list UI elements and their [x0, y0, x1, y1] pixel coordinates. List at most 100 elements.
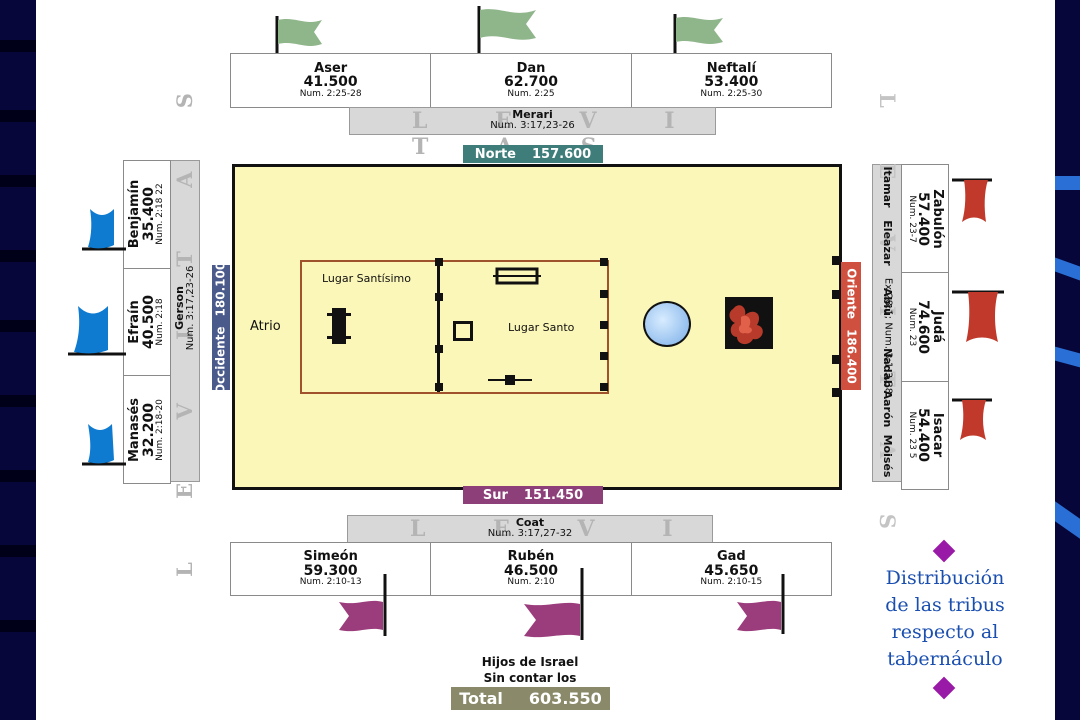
- frame-accent: [1055, 257, 1080, 281]
- tribe-name: Zabulón: [929, 188, 945, 249]
- tribe-benjamin: Benjamín 35.400 Num. 2:18 22: [124, 161, 170, 269]
- badge-value: 180.100: [213, 261, 228, 316]
- incense-altar-icon: [453, 321, 473, 341]
- tribe-gad: Gad 45.650 Num. 2:10-15: [632, 543, 831, 595]
- tribe-aser: Aser 41.500 Num. 2:25-28: [231, 54, 432, 107]
- frame-stripe: [0, 175, 36, 187]
- badge-value: 151.450: [523, 487, 584, 503]
- tribe-ref: Num. 2:10: [507, 577, 555, 588]
- badge-south: Sur 151.450: [463, 486, 603, 504]
- south-tribes: Simeón 59.300 Num. 2:10-13 Rubén 46.500 …: [230, 542, 832, 596]
- frame-stripe: [0, 110, 36, 122]
- tribe-zabulon: Zabulón 57.400 Num. 23-7: [902, 165, 948, 274]
- tribe-neftali: Neftalí 53.400 Num. 2:25-30: [632, 54, 831, 107]
- tribe-count: 54.400: [915, 408, 932, 463]
- levite-clan-ref: Num. 3:17,27-32: [487, 528, 573, 539]
- tribe-count: 40.500: [140, 294, 157, 350]
- levitas-gerson: L E V I T A S Gerson Num. 3:17,23-26: [170, 65, 200, 577]
- tribe-count: 45.650: [704, 562, 759, 579]
- post: [435, 383, 443, 391]
- tribe-ref: Num. 2:18 22: [155, 183, 166, 246]
- total-label: Total: [459, 689, 503, 708]
- tribe-count: 41.500: [303, 74, 358, 91]
- gate-post: [832, 256, 841, 265]
- tribe-count: 62.700: [503, 74, 558, 91]
- tribe-simeon: Simeón 59.300 Num. 2:10-13: [231, 543, 432, 595]
- tribe-count: 59.300: [303, 562, 358, 579]
- post: [435, 258, 443, 266]
- diamond-bullet-icon: [932, 539, 956, 563]
- priest-eleazar: Eleazar: [880, 220, 894, 266]
- sanctuary: [300, 260, 609, 394]
- tribe-count: 46.500: [503, 562, 558, 579]
- levite-clan-name: Merari: [512, 108, 553, 121]
- post: [600, 258, 608, 266]
- badge-value: 186.400: [844, 329, 859, 384]
- flag-zabulon: [952, 178, 992, 222]
- badge-content: Occidente 180.100: [213, 261, 228, 393]
- flag-simeon: [339, 574, 387, 636]
- tribe-ruben: Rubén 46.500 Num. 2:10: [431, 543, 632, 595]
- altar-icon: [725, 297, 773, 349]
- north-tribes: Aser 41.500 Num. 2:25-28 Dan 62.700 Num.…: [230, 53, 832, 108]
- tribe-text: Benjamín 35.400 Num. 2:18 22: [127, 180, 166, 248]
- east-tribes: Zabulón 57.400 Num. 23-7 Judá 74.600 Num…: [901, 164, 949, 490]
- tribe-ref: Num. 23-7: [906, 194, 917, 243]
- post: [600, 321, 608, 329]
- tribe-name: Isacar: [929, 413, 945, 458]
- caption-line: de las tribus: [885, 594, 1005, 616]
- holy-of-holies-label: Lugar Santísimo: [322, 272, 411, 285]
- tribe-ref: Num. 2:18: [155, 298, 166, 346]
- frame-stripe: [0, 250, 36, 262]
- flag-juda: [952, 290, 1004, 342]
- caption-line: Distribución: [885, 567, 1005, 589]
- flag-ruben: [524, 568, 584, 640]
- tribe-ref: Num. 2:25-30: [700, 88, 763, 99]
- levitas-merari: L E V I T A S Merari Num. 3:17,23-26: [349, 107, 716, 160]
- post: [600, 352, 608, 360]
- tribe-efrain: Efraín 40.500 Num. 2:18: [124, 269, 170, 377]
- caption: Distribución de las tribus respecto al t…: [870, 565, 1020, 673]
- laver-icon: [643, 301, 691, 347]
- levite-clan-ref: Num. 3:17,23-26: [185, 265, 196, 351]
- gate-post: [832, 355, 841, 364]
- post: [435, 293, 443, 301]
- tribe-count: 32.200: [140, 402, 157, 457]
- flag-isacar: [952, 398, 992, 440]
- tribe-count: 35.400: [140, 187, 157, 242]
- caption-line: tabernáculo: [887, 648, 1003, 670]
- tribe-text: Manasés 32.200 Num. 2:18-20: [127, 398, 166, 462]
- frame-stripe: [0, 40, 36, 52]
- table-icon: [493, 267, 541, 285]
- tribe-name: Neftalí: [706, 60, 756, 76]
- levitas-label: Gerson Num. 3:17,23-26: [173, 265, 196, 351]
- diamond-bullet-icon: [932, 676, 956, 700]
- tribe-ref: Num. 2:10-15: [700, 577, 763, 588]
- tribe-name: Dan: [516, 60, 546, 76]
- gate-post: [832, 290, 841, 299]
- badge-east: Oriente 186.400: [841, 262, 861, 390]
- priest-itamar: Itamar: [880, 166, 894, 208]
- atrio-label: Atrio: [250, 319, 281, 334]
- post: [600, 383, 608, 391]
- tribe-ref: Num. 23 5: [906, 411, 917, 459]
- priest-moises: Moisés: [880, 434, 894, 478]
- frame-stripe: [0, 620, 36, 632]
- frame-accent: [1055, 176, 1080, 190]
- tribe-name: Efraín: [127, 300, 143, 344]
- badge-value: 157.600: [532, 146, 592, 162]
- holy-place-label: Lugar Santo: [508, 321, 575, 334]
- priests-column: L E V I T A S Itamar Eleazar Abiú Nadab …: [872, 93, 902, 553]
- tribe-name: Gad: [716, 549, 746, 565]
- tribe-juda: Judá 74.600 Num. 23: [902, 273, 948, 382]
- tribe-name: Rubén: [507, 549, 555, 565]
- left-frame: [0, 0, 36, 720]
- frame-stripe: [0, 320, 36, 332]
- tribe-isacar: Isacar 54.400 Num. 23 5: [902, 382, 948, 489]
- frame-stripe: [0, 395, 36, 407]
- flag-gad: [737, 574, 785, 634]
- levite-clan-name: Gerson: [173, 286, 186, 331]
- caption-line: respecto al: [891, 621, 999, 643]
- tribe-ref: Num. 2:25-28: [299, 88, 362, 99]
- tribe-ref: Num. 2:10-13: [299, 577, 362, 588]
